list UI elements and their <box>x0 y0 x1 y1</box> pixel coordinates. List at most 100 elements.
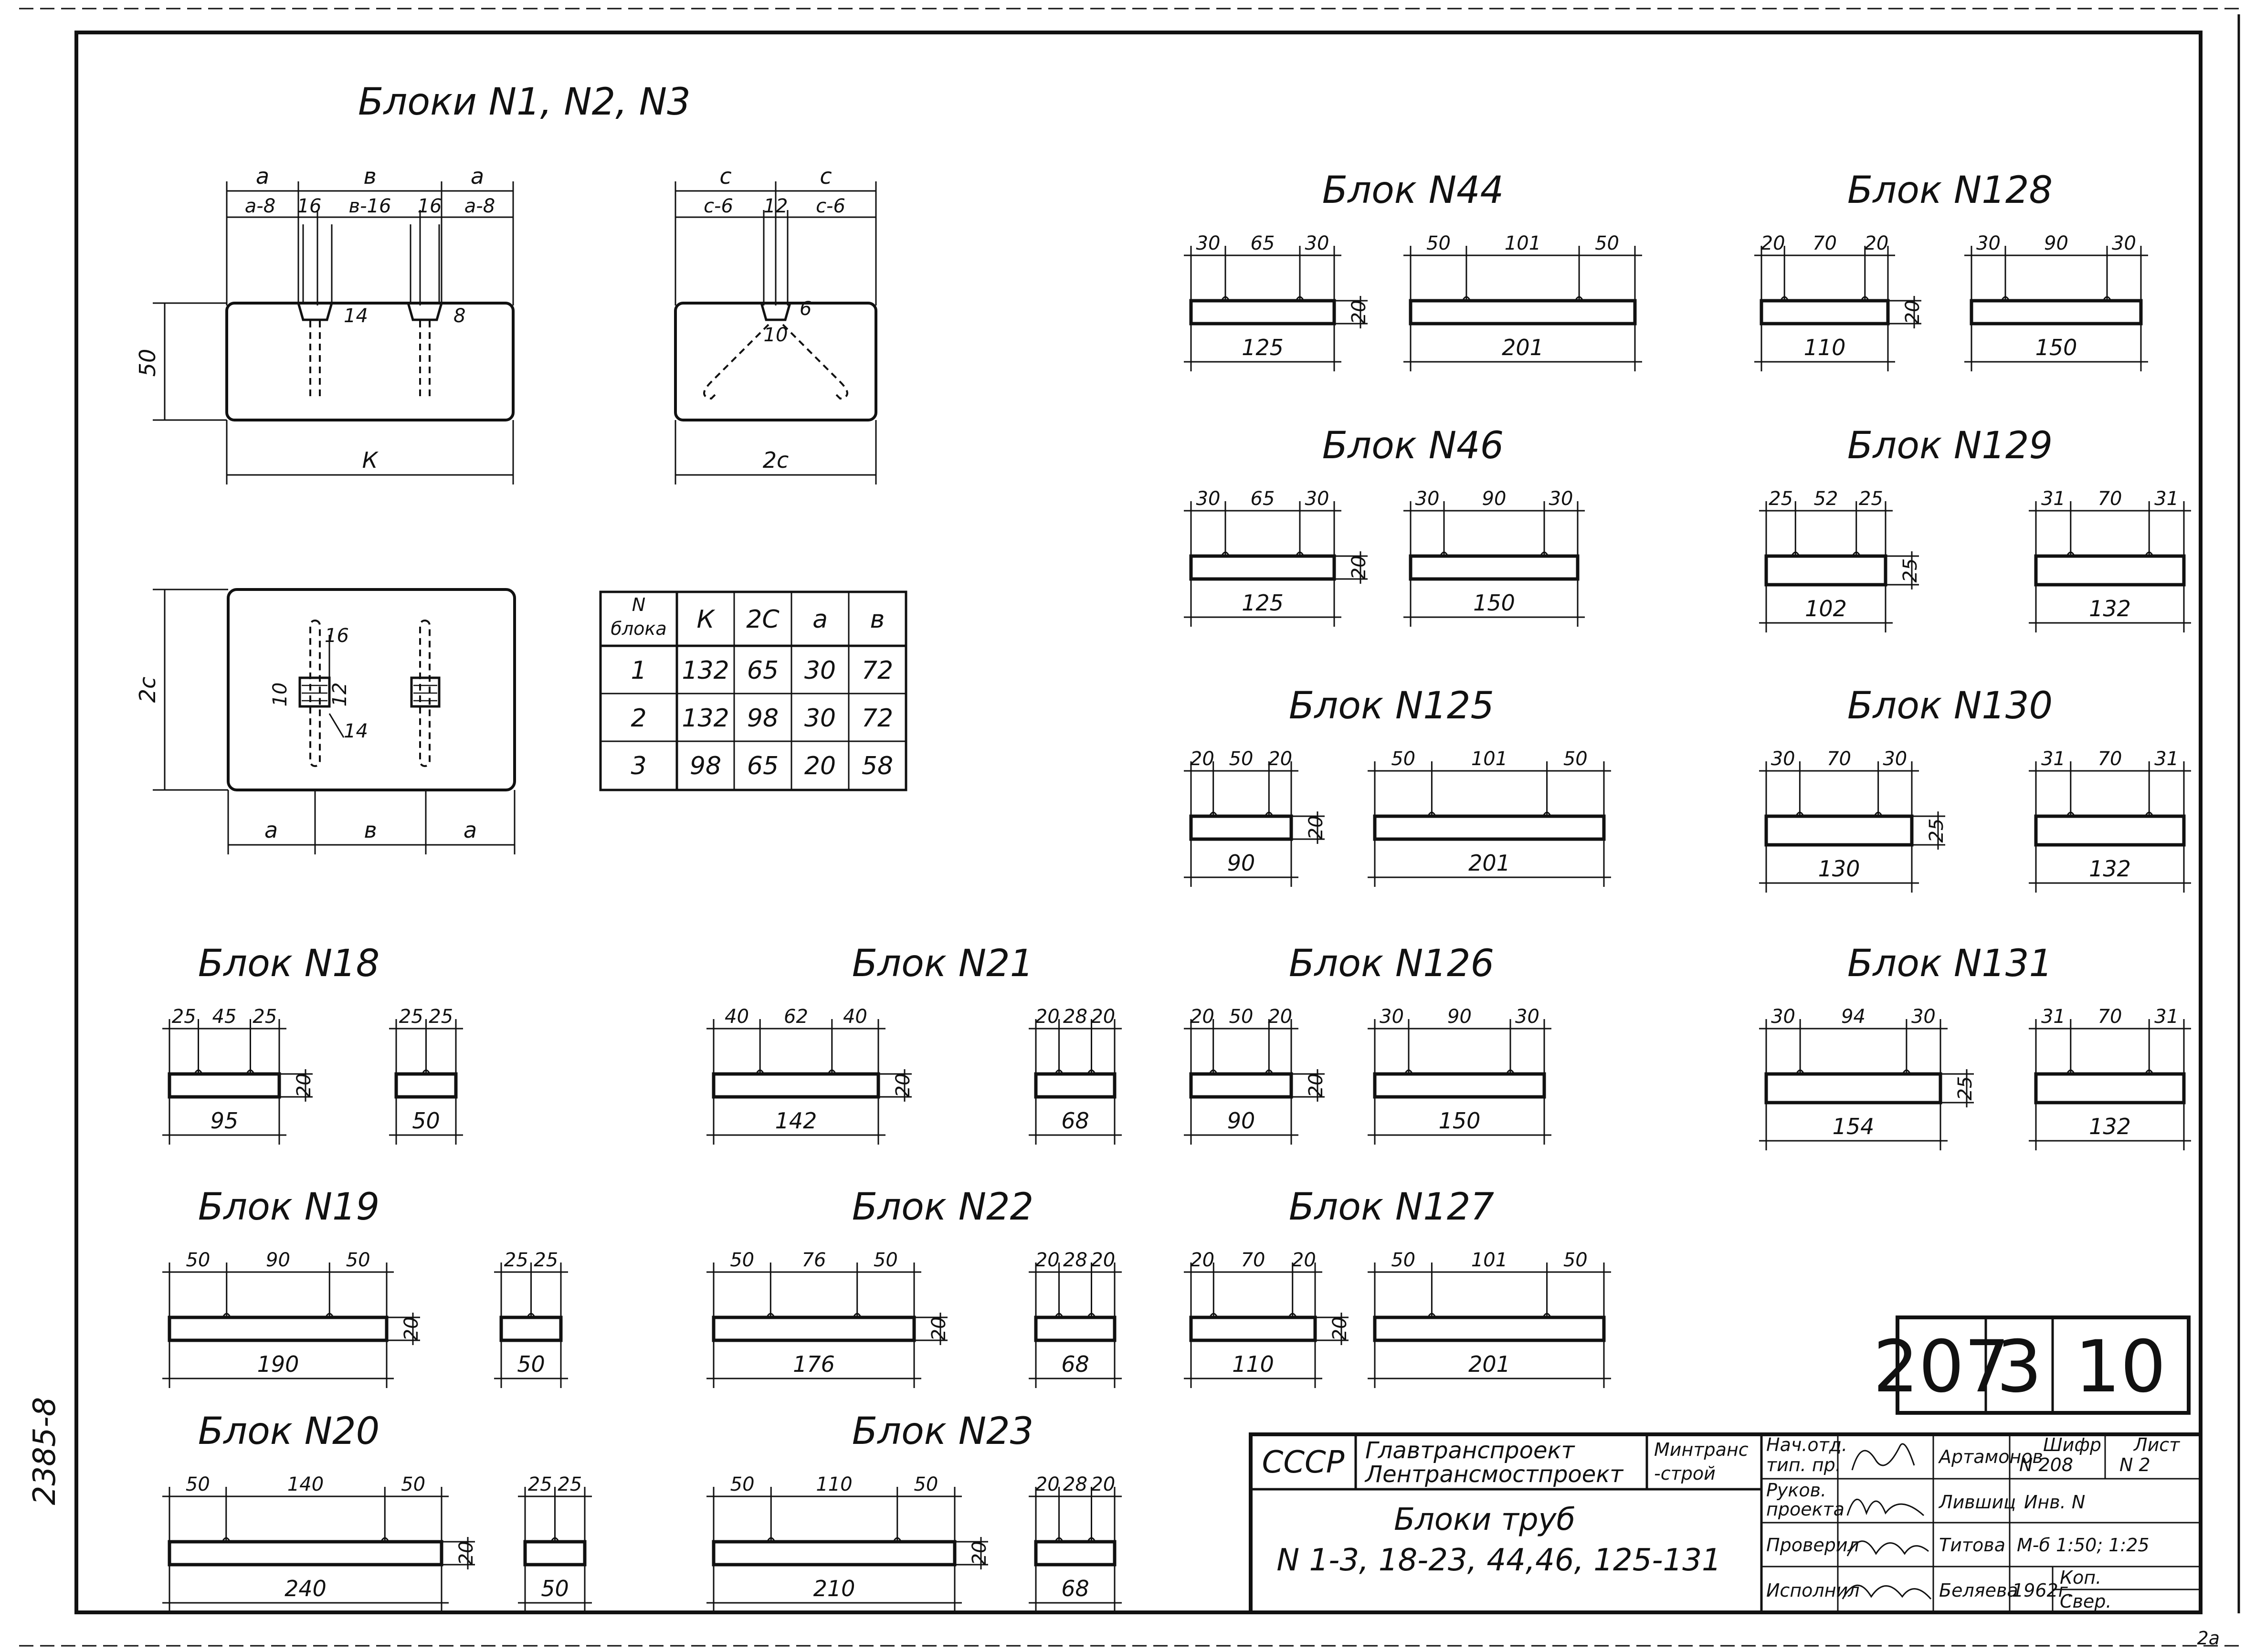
block-bar <box>712 1072 880 1099</box>
table-header-n: N <box>632 594 645 615</box>
side-dim-c1: с <box>719 163 731 189</box>
table-cell: 65 <box>747 752 779 780</box>
table-cell: 98 <box>747 704 779 733</box>
table-header-2c: 2С <box>746 605 780 634</box>
plan-dim-a1: а <box>264 817 278 843</box>
tb-org1: Главтранспроект <box>1365 1437 1575 1464</box>
plan-view: 2с 16 10 12 14 а в а <box>135 588 516 854</box>
block-bar <box>2034 814 2186 847</box>
lifting-loop-mark <box>1795 811 1804 817</box>
block-title: Блок N44 <box>1322 169 1504 212</box>
top-dim-label: 50 <box>1595 232 1619 254</box>
top-dim-label: 76 <box>802 1249 826 1271</box>
top-dim-label: 50 <box>1391 1249 1415 1271</box>
top-dim-label: 65 <box>1251 232 1275 254</box>
side-sub-dim-3: с-6 <box>816 195 845 217</box>
top-dim-label: 20 <box>1091 1249 1115 1271</box>
top-dim-label: 50 <box>186 1249 210 1271</box>
top-dim-label: 30 <box>1305 488 1329 510</box>
table-row: 2 132 98 30 72 <box>631 704 893 733</box>
block-bar <box>1189 814 1293 841</box>
side-slot-label: 10 <box>764 324 788 346</box>
top-dim-label: 30 <box>1883 748 1907 770</box>
top-dim-label: 70 <box>1241 1249 1265 1271</box>
lifting-loop-mark <box>2066 1069 2076 1074</box>
table-cell: 1 <box>631 656 646 685</box>
plan-label-10: 10 <box>269 683 291 707</box>
lifting-loop-mark <box>1087 1313 1096 1318</box>
top-dim-label: 31 <box>2041 748 2066 770</box>
top-dim-label: 65 <box>1251 488 1275 510</box>
length-label: 132 <box>2089 856 2131 882</box>
plan-label-14: 14 <box>344 720 368 742</box>
top-dim-label: 101 <box>1471 1249 1507 1271</box>
plan-dim-a2: а <box>464 817 477 843</box>
main-dim-a2: а <box>471 163 484 189</box>
table-row: 3 98 65 20 58 <box>631 752 893 780</box>
top-dim-label: 25 <box>172 1006 196 1028</box>
top-dim-label: 45 <box>212 1006 237 1028</box>
top-dim-label: 50 <box>914 1473 938 1495</box>
main-dim-b: в <box>363 163 376 189</box>
block-bar <box>1189 299 1336 326</box>
length-label: 68 <box>1061 1351 1089 1377</box>
table-cell: 58 <box>862 752 893 780</box>
top-dim-label: 50 <box>1563 748 1588 770</box>
tb-name4: Беляева <box>1939 1580 2018 1601</box>
top-dim-label: 94 <box>1841 1006 1865 1028</box>
length-label: 190 <box>257 1351 299 1377</box>
lifting-loop-mark <box>1427 811 1436 817</box>
lifting-loop-mark <box>1852 551 1861 557</box>
top-dim-label: 140 <box>287 1473 324 1495</box>
table-cell: 2 <box>631 704 646 733</box>
table-row: 1 132 65 30 72 <box>631 656 893 685</box>
block-title: Блок N127 <box>1289 1186 1494 1229</box>
block-title: Блок N126 <box>1289 942 1494 985</box>
length-label: 150 <box>1439 1108 1481 1134</box>
top-dim-label: 31 <box>2154 1006 2179 1028</box>
block-bar <box>1764 1072 1942 1105</box>
top-dim-label: 50 <box>1229 748 1254 770</box>
length-label: 125 <box>1242 335 1284 360</box>
length-label: 110 <box>1232 1351 1274 1377</box>
length-label: 201 <box>1468 1351 1510 1377</box>
top-dim-label: 50 <box>730 1249 754 1271</box>
lifting-loop-mark <box>827 1069 837 1074</box>
length-label: 50 <box>541 1576 569 1601</box>
main-sub-dim-4: 16 <box>418 195 442 217</box>
plan-slot-left <box>298 676 331 708</box>
block-bar <box>1764 814 1914 847</box>
top-dim-label: 20 <box>1091 1473 1115 1495</box>
sheet-title: Блоки N1, N2, N3 <box>358 81 691 124</box>
block-bar <box>1373 814 1606 841</box>
table-cell: 20 <box>804 752 836 780</box>
top-dim-label: 30 <box>1515 1006 1539 1028</box>
tb-sheet-value: N 2 <box>2119 1454 2150 1475</box>
table-cell: 98 <box>690 752 721 780</box>
block-bar <box>168 1540 443 1567</box>
tb-ministry2: -строй <box>1654 1463 1716 1484</box>
lifting-loop-mark <box>222 1313 232 1318</box>
top-dim-label: 70 <box>2098 488 2122 510</box>
lifting-loop-mark <box>246 1069 255 1074</box>
main-height-label: 50 <box>135 349 160 377</box>
length-label: 176 <box>793 1351 835 1377</box>
plan-label-16: 16 <box>325 625 349 647</box>
lifting-loop-mark <box>1427 1313 1436 1318</box>
length-label: 150 <box>1473 590 1515 616</box>
lifting-loop-mark <box>1791 551 1800 557</box>
lifting-loop-mark <box>380 1537 390 1542</box>
lifting-loop-mark <box>1054 1069 1064 1074</box>
tb-name2: Лившиц <box>1938 1492 2016 1513</box>
top-dim-label: 90 <box>1482 488 1507 510</box>
